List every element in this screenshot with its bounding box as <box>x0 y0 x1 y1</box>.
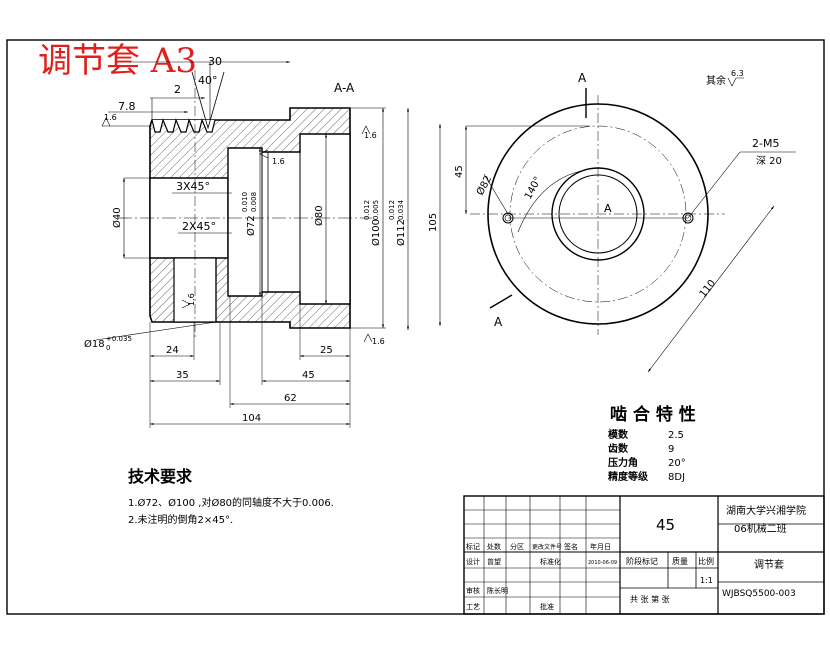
tb-class: 06机械二班 <box>734 522 787 535</box>
tb-sheets-label: 共 张 第 张 <box>630 594 670 604</box>
dim-35: 35 <box>176 370 189 381</box>
dim-7-8: 7.8 <box>118 100 136 113</box>
dim-40deg: 40° <box>198 74 218 87</box>
dim-phi72-lo: 0.008 <box>250 192 258 212</box>
dim-30: 30 <box>208 55 222 68</box>
gear-params-title: 啮 合 特 性 <box>610 404 696 425</box>
tb-review-label: 审核 <box>466 586 480 595</box>
roughness-4: 1.6 <box>372 337 385 346</box>
tb-process-label: 工艺 <box>466 603 480 611</box>
dim-phi72-up: 0.010 <box>241 192 249 212</box>
tb-material: 45 <box>656 516 675 534</box>
dim-phi80: Ø80 <box>313 205 325 226</box>
dim-45: 45 <box>302 370 315 381</box>
dim-phi18-up: +0.035 <box>106 335 132 343</box>
gear-params: 啮 合 特 性 模数 2.5 齿数 9 压力角 20° 精度等级 8DJ <box>608 404 696 483</box>
gear-param-value-0: 2.5 <box>668 430 684 441</box>
gear-param-value-3: 8DJ <box>668 472 685 483</box>
dim-phi40: Ø40 <box>111 207 123 228</box>
sheet-title: 调节套 A3 <box>38 41 197 81</box>
dim-140deg: 140° <box>523 175 544 201</box>
tech-requirements: 技术要求 1.Ø72、Ø100 ,对Ø80的同轴度不大于0.006. 2.未注明… <box>128 467 334 526</box>
tb-mass-label: 质量 <box>672 556 688 566</box>
view-marker-top: A <box>578 71 587 85</box>
section-view: A-A 30 40° 2 7.8 1.6 3X45° 2X <box>84 55 410 428</box>
dim-104: 104 <box>242 413 261 424</box>
roughness-note: 其余 <box>706 74 726 87</box>
dim-phi100: Ø100 <box>370 219 382 246</box>
tb-std-label: 标准化 <box>540 557 561 566</box>
tb-drawing-no: WJBSQ5500-003 <box>722 589 796 599</box>
dim-24: 24 <box>166 345 179 356</box>
gear-param-value-2: 20° <box>668 458 686 469</box>
dim-2: 2 <box>174 83 181 96</box>
view-marker-bottom: A <box>494 315 503 329</box>
tb-school: 湖南大学兴湘学院 <box>726 504 806 517</box>
dim-phi112-lo: 0.034 <box>397 199 405 220</box>
tb-part-name: 调节套 <box>754 558 784 571</box>
dim-phi100-lo: 0.005 <box>372 200 380 220</box>
dim-phi18: Ø18 <box>84 338 105 350</box>
tb-scale: 1:1 <box>700 576 713 585</box>
roughness-5: 1.6 <box>187 293 196 306</box>
dim-25: 25 <box>320 345 333 356</box>
tb-approve-label: 批准 <box>540 602 554 611</box>
tb-row-0: 标记 <box>466 542 480 551</box>
tb-design-label: 设计 <box>466 557 480 566</box>
end-view: A A 其余 6.3 A 45 105 Ø82 140° 110 <box>428 69 796 373</box>
tb-stage-label: 阶段标记 <box>626 556 658 566</box>
roughness-2: 1.6 <box>272 157 285 166</box>
tb-row-2: 分区 <box>510 542 524 551</box>
tech-line-2: 2.未注明的倒角2×45°. <box>128 513 233 526</box>
dim-110: 110 <box>698 278 718 300</box>
dim-depth: 深 20 <box>756 155 782 167</box>
center-label: A <box>604 202 612 215</box>
tb-row-3: 更改文件号 <box>532 543 562 551</box>
roughness-1: 1.6 <box>104 113 117 122</box>
chamfer-2x45: 2X45° <box>182 220 216 233</box>
gear-teeth <box>151 118 216 133</box>
sheet-frame <box>6 39 825 615</box>
tech-title: 技术要求 <box>128 467 193 486</box>
gear-param-label-2: 压力角 <box>608 456 638 469</box>
chamfer-3x45: 3X45° <box>176 180 210 193</box>
gear-param-label-0: 模数 <box>608 428 629 441</box>
dim-phi18-lo: 0 <box>106 344 110 352</box>
tech-line-1: 1.Ø72、Ø100 ,对Ø80的同轴度不大于0.006. <box>128 496 334 509</box>
dim-phi100-up: 0.012 <box>363 200 371 220</box>
dim-phi72: Ø72 <box>245 215 257 236</box>
tb-date: 2010-06-09 <box>588 560 617 566</box>
dim-phi112: Ø112 <box>395 219 407 246</box>
gear-param-label-3: 精度等级 <box>608 470 649 483</box>
gear-param-value-1: 9 <box>668 444 674 455</box>
roughness-value: 6.3 <box>731 69 744 78</box>
dim-105: 105 <box>428 213 439 232</box>
tb-row-1: 处数 <box>487 542 501 551</box>
dim-45-right: 45 <box>454 165 465 178</box>
gear-param-label-1: 齿数 <box>608 442 629 455</box>
dim-62: 62 <box>284 393 297 404</box>
title-block-text: 45 湖南大学兴湘学院 06机械二班 调节套 WJBSQ5500-003 1:1… <box>466 504 806 611</box>
roughness-3: 1.6 <box>364 131 377 140</box>
tb-row-5: 年月日 <box>590 542 611 551</box>
dim-2-m5: 2-M5 <box>752 137 779 150</box>
tb-reviewer: 陈长明 <box>487 586 508 595</box>
dim-phi112-up: 0.012 <box>388 200 396 220</box>
tb-row-4: 签名 <box>564 542 578 551</box>
section-label: A-A <box>334 81 355 95</box>
title-block <box>463 495 825 615</box>
tb-scale-label: 比例 <box>698 556 714 566</box>
tb-designer: 曾望 <box>487 557 501 566</box>
